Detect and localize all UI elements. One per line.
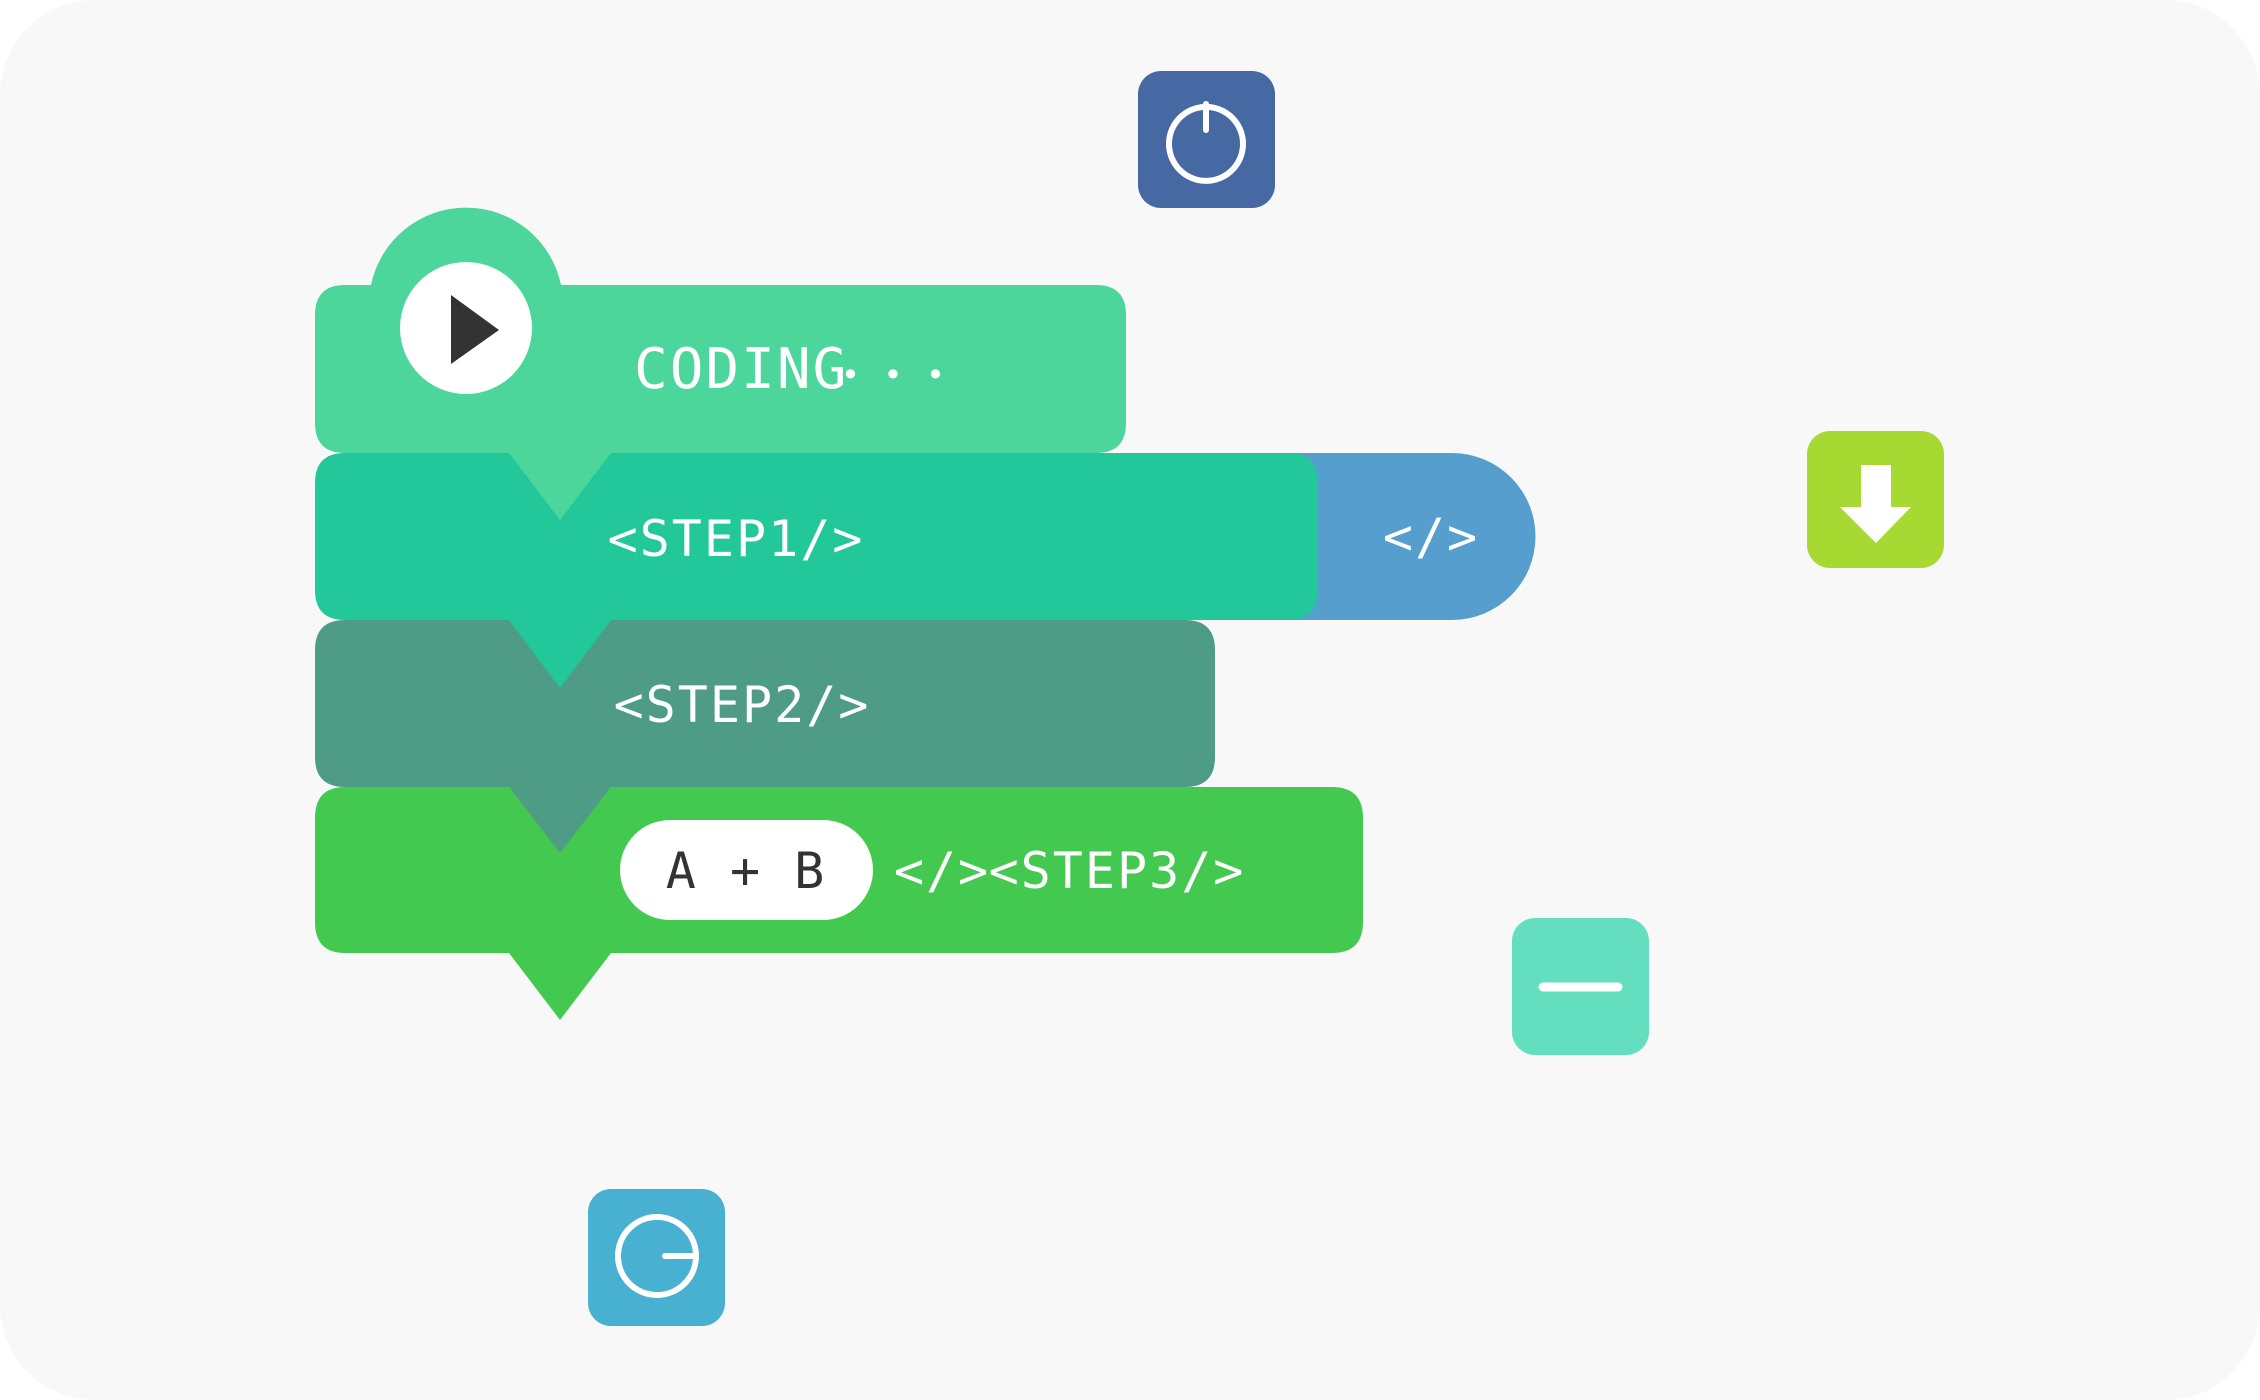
formula-label: A + B	[666, 842, 827, 900]
step2-block[interactable]: <STEP2/>	[315, 620, 1215, 853]
step3-block[interactable]: A + B </> <STEP3/>	[315, 787, 1363, 1020]
power-icon	[1166, 101, 1246, 184]
minus-tile[interactable]	[1512, 918, 1649, 1055]
step2-label: <STEP2/>	[614, 676, 871, 734]
coding-label: CODING	[634, 337, 848, 402]
power-tile[interactable]	[1138, 71, 1275, 208]
coding-block[interactable]: CODING • • •	[315, 207, 1126, 520]
play-button[interactable]	[400, 262, 532, 394]
step3-label: <STEP3/>	[989, 842, 1246, 900]
formula-pill[interactable]	[620, 820, 873, 920]
download-arrow-icon	[1840, 465, 1911, 543]
step3-code-label: </>	[894, 842, 990, 900]
step1-code-label: </>	[1383, 508, 1479, 566]
g-tile[interactable]	[588, 1189, 725, 1326]
play-icon	[451, 295, 499, 364]
step1-label: <STEP1/>	[608, 510, 865, 568]
step1-code-tab[interactable]: </>	[1280, 453, 1536, 620]
download-tile[interactable]	[1807, 431, 1944, 568]
g-icon	[615, 1214, 699, 1298]
coding-ellipsis: • • •	[841, 356, 947, 394]
